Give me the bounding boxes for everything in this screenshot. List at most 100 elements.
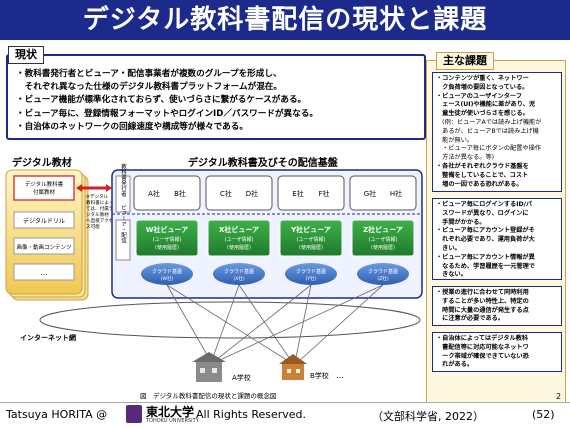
- publisher-label: E社: [292, 189, 303, 198]
- cloud-icon: [357, 263, 409, 285]
- cloud-icon: [141, 263, 193, 285]
- publisher-label: F社: [318, 189, 329, 198]
- more-schools: …: [336, 371, 344, 380]
- stack-item-drill: [13, 211, 75, 229]
- page-title: デジタル教科書配信の現状と課題: [82, 5, 488, 35]
- stack-item-label: 付属教材: [33, 188, 56, 196]
- university-logo-icon: [126, 405, 142, 423]
- issue-line: ーク帯域が確保できていない恐: [436, 352, 529, 360]
- cloud-label: クラウド基盤: [368, 268, 398, 275]
- footer-bar: [0, 402, 570, 428]
- issue-line: ・コンテンツが重く、ネットワー: [436, 75, 529, 82]
- issue-line: ・ビューア毎にアカウント登録がそ: [436, 227, 535, 235]
- issues-label: 主な課題: [436, 52, 494, 70]
- viewer-sub: (ユーザ情報): [369, 236, 398, 243]
- note-line: ス可能: [86, 223, 100, 230]
- footer-source: （文部科学省, 2022）: [372, 410, 484, 423]
- viewer-sub: (ユーザ情報): [225, 236, 254, 243]
- cloud-icon: [285, 263, 337, 285]
- footer-page: (52): [532, 408, 555, 421]
- issue-box-login: ・ビューア毎にログインするID/パ スワードが異なり、ログインに 手間がかかる。…: [432, 198, 562, 280]
- stack-item-label: …: [41, 269, 48, 277]
- cloud-label: クラウド基盤: [224, 268, 254, 275]
- stack-item-media: [13, 237, 75, 255]
- viewer-box: [351, 219, 415, 257]
- issue-line: ク負荷増の要因となっている。: [436, 83, 529, 91]
- current-status-label: 現状: [8, 46, 44, 64]
- issue-line: 整備をしていることで、コスト: [436, 171, 529, 179]
- issue-line: ・各社がそれぞれクラウド基盤を: [436, 162, 529, 170]
- publisher-box: [133, 175, 201, 211]
- publisher-label: D社: [246, 189, 258, 198]
- issue-line: あるが、ビューアBでは読み上げ機: [436, 127, 539, 135]
- issue-line: れぞれ必要であり、運用負荷が大: [436, 236, 535, 244]
- viewer-sub: (ユーザ情報): [297, 236, 326, 243]
- internet-label: インターネット網: [20, 333, 76, 342]
- viewer-box: [207, 219, 271, 257]
- issue-line: なるため、学習履歴を一元管理で: [436, 262, 535, 270]
- viewer-label: Y社ビューア: [290, 225, 331, 234]
- univ-name-en: TOHOKU UNIVERSITY: [146, 418, 199, 424]
- figure-caption: 図 デジタル教科書配信の現状と課題の概念図: [140, 391, 276, 400]
- viewer-box: [135, 219, 199, 257]
- note-line: 教科書によっ: [86, 199, 113, 206]
- viewer-sub: (使用履歴): [299, 244, 323, 251]
- note-line: ※デジタル: [86, 193, 109, 200]
- platform-label: デジタル教科書及びその配信基盤: [188, 156, 339, 169]
- direct-access-note: ※デジタル 教科書によっ ては、付属デ ジタル教材 へ直接アクセ ス可能: [86, 193, 114, 230]
- note-line: へ直接アクセ: [86, 217, 114, 224]
- issue-line: ・ビューア毎にログインするID/パ: [436, 201, 533, 208]
- cloud-sub: (X社): [233, 275, 245, 282]
- viewer-box: [279, 219, 343, 257]
- internet-ellipse: [39, 301, 421, 339]
- arrow-head-right: [106, 184, 112, 192]
- school-b-label: B学校: [310, 371, 329, 380]
- issue-line: することが多い特性上、特定の: [436, 297, 529, 305]
- stack-item-more: [13, 263, 75, 281]
- cloud-label: クラウド基盤: [296, 268, 326, 275]
- publisher-label: B社: [174, 189, 186, 198]
- publisher-label: A社: [148, 189, 160, 198]
- network-lines: [166, 284, 384, 363]
- issue-line: 時間に大量の通信が発生する点: [436, 306, 529, 314]
- publisher-vertical-label: 教科書発行者: [120, 162, 127, 198]
- issue-line: スワードが異なり、ログインに: [436, 209, 529, 217]
- status-line: ・自治体のネットワークの回線速度や構成等が様々である。: [16, 121, 248, 132]
- issue-line: ・ビューア毎にボタンの配置や操作: [436, 145, 541, 153]
- publisher-label: H社: [390, 189, 402, 198]
- title-bar: [0, 0, 570, 40]
- current-status-box: [6, 54, 426, 140]
- arrow-head-left: [76, 184, 82, 192]
- issue-line: 増の一因である恐れがある。: [436, 180, 523, 188]
- stack-front: [5, 169, 83, 295]
- viewer-label: W社ビューア: [146, 225, 188, 234]
- issue-line: ・ビューア毎にアカウント情報が異: [436, 253, 535, 261]
- cloud-sub: (W社): [161, 275, 174, 282]
- cloud-icon: [213, 263, 265, 285]
- publisher-label: G社: [364, 189, 376, 198]
- issue-line: 方法が異なる。等): [436, 154, 495, 162]
- group-z: G社 H社 Z社ビューア (ユーザ情報) (使用履歴) クラウド基盤 (Z社): [349, 175, 417, 285]
- status-line: ・ビューア毎に、登録情報フォーマットやログインID／パスワードが異なる。: [16, 108, 318, 119]
- status-line: ・教科書発行者とビューア・配信事業者が複数のグループを形成し、: [16, 69, 282, 79]
- issue-box-traffic: ・授業の進行に合わせて同時利用 することが多い特性上、特定の 時間に大量の通信が…: [432, 286, 562, 326]
- digital-materials-label: デジタル教材: [12, 156, 72, 169]
- delivery-diagram: デジタル教材 デジタル教科書及びその配信基盤 デジタル教科書 付属教材 デジタル…: [5, 156, 423, 400]
- stack-item-label: 画像・動画コンテンツ: [16, 243, 71, 251]
- stack-item-label: デジタルドリル: [23, 217, 65, 225]
- current-status-text: ・教科書発行者とビューア・配信事業者が複数のグループを形成し、 それぞれ異なった…: [16, 68, 426, 134]
- viewer-sub: (使用履歴): [227, 244, 251, 251]
- viewer-tag: [115, 219, 131, 261]
- issue-line: に注意が必要である。: [436, 315, 504, 323]
- school-b-icon: [279, 354, 307, 380]
- issue-line: ・授業の進行に合わせて同時利用: [436, 289, 529, 296]
- issue-line: 手間がかかる。: [436, 218, 486, 226]
- school-a-icon: [192, 352, 226, 382]
- univ-name-jp: 東北大学: [146, 405, 195, 419]
- slide-number: 2: [556, 392, 562, 401]
- footer-rights: All Rights Reserved.: [196, 408, 307, 421]
- issue-line: きない。: [436, 271, 467, 279]
- group-x: C社 D社 X社ビューア (ユーザ情報) (使用履歴) クラウド基盤 (X社): [205, 175, 273, 285]
- issue-line: 能が無い。: [436, 136, 474, 144]
- cloud-sub: (Y社): [306, 275, 317, 282]
